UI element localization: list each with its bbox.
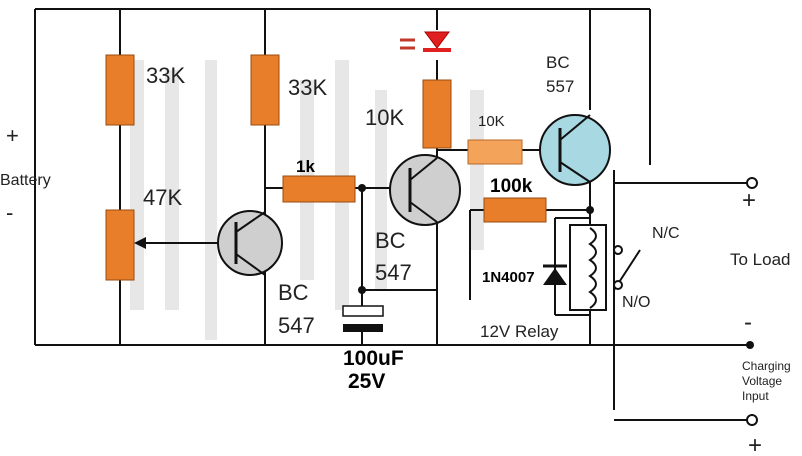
diode-label: 1N4007 xyxy=(482,269,535,286)
charge-minus-label: - xyxy=(744,309,752,336)
relay-coil xyxy=(569,224,607,311)
relay-nc-label: N/C xyxy=(652,225,680,242)
relay-no-label: N/O xyxy=(622,294,650,311)
resistor-r2 xyxy=(250,54,280,126)
resistor-r4 xyxy=(467,139,523,165)
battery-minus-label: - xyxy=(6,200,13,225)
t2-label-line2: 547 xyxy=(375,260,412,285)
transistor-t1 xyxy=(217,210,283,276)
load-plus-terminal xyxy=(746,177,758,189)
r4-label: 10K xyxy=(478,113,505,130)
diode-icon xyxy=(543,264,567,285)
r2-label: 33K xyxy=(288,75,327,100)
capacitor-voltage: 25V xyxy=(348,370,385,393)
t2-label-line1: BC xyxy=(375,228,406,253)
transistor-t3 xyxy=(539,114,611,186)
r6-label: 100k xyxy=(490,176,533,197)
potentiometer xyxy=(105,209,135,281)
battery-plus-label: + xyxy=(6,123,19,148)
charge-plus-terminal xyxy=(746,414,758,426)
load-plus-label: + xyxy=(742,187,756,214)
r3-label: 10K xyxy=(365,105,404,130)
pot-label: 47K xyxy=(143,185,182,210)
t1-label-line2: 547 xyxy=(278,313,315,338)
resistor-r3 xyxy=(422,79,452,149)
charging-label-line3: Input xyxy=(742,389,769,403)
capacitor xyxy=(342,305,384,332)
t1-label-line1: BC xyxy=(278,280,309,305)
resistor-r5 xyxy=(282,175,356,203)
transistor-t2 xyxy=(389,154,461,226)
relay-nc-contact xyxy=(613,245,623,255)
resistors xyxy=(105,54,547,281)
junctions xyxy=(358,184,754,349)
charging-label-line1: Charging xyxy=(742,359,791,373)
t3-label-line1: BC xyxy=(546,53,570,72)
to-load-label: To Load xyxy=(730,250,791,269)
capacitor-value: 100uF xyxy=(343,347,404,370)
resistor-r1 xyxy=(105,54,135,126)
battery-label: Battery xyxy=(0,172,51,189)
resistor-r6 xyxy=(483,197,547,223)
r1-label: 33K xyxy=(146,63,185,88)
t3-label-line2: 557 xyxy=(546,77,574,96)
charging-label-line2: Voltage xyxy=(742,374,782,388)
relay-label: 12V Relay xyxy=(480,322,559,341)
terminals xyxy=(613,177,758,426)
pot-wiper-arrow xyxy=(134,237,146,249)
charge-plus-label: + xyxy=(748,432,762,456)
relay-no-contact xyxy=(613,280,623,290)
led-icon xyxy=(400,31,451,52)
r5-label: 1k xyxy=(296,157,315,176)
